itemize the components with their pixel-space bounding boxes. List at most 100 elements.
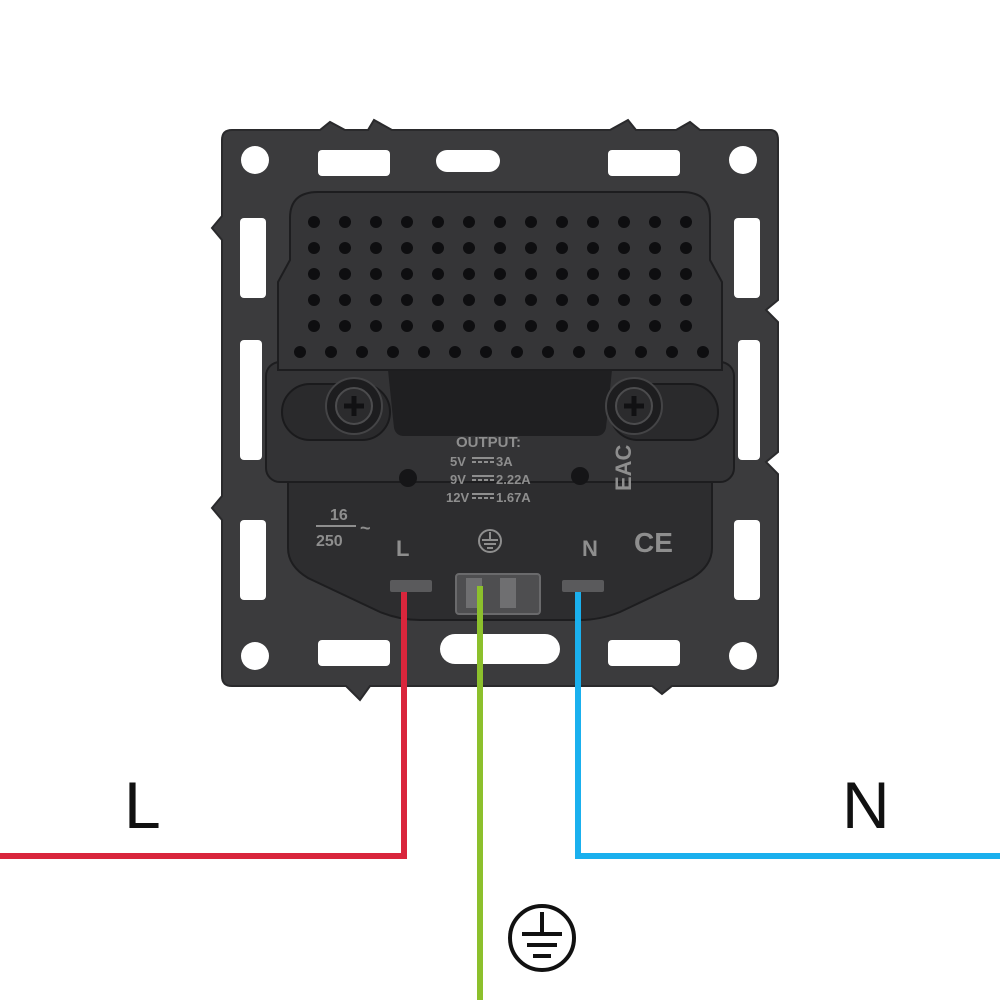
vent-hole <box>401 216 413 228</box>
terminal-n-mark: N <box>582 536 598 561</box>
vent-hole <box>680 320 692 332</box>
vent-hole <box>525 320 537 332</box>
output-amp-5: 3A <box>496 454 513 469</box>
vent-hole <box>356 346 368 358</box>
vent-housing <box>277 191 723 371</box>
vent-hole <box>511 346 523 358</box>
vent-hole <box>618 294 630 306</box>
vent-hole <box>587 294 599 306</box>
vent-hole <box>649 294 661 306</box>
vent-hole <box>463 294 475 306</box>
vent-hole <box>463 216 475 228</box>
vent-hole <box>587 242 599 254</box>
vent-hole <box>432 242 444 254</box>
eac-mark: EAC <box>611 444 636 491</box>
vent-hole <box>480 346 492 358</box>
vent-hole <box>587 320 599 332</box>
output-title: OUTPUT: <box>456 434 521 451</box>
frame-slot <box>318 640 390 666</box>
live-wire <box>0 592 407 859</box>
vent-hole <box>432 216 444 228</box>
mount-pin-hole <box>399 469 417 487</box>
vent-hole <box>494 294 506 306</box>
vent-hole <box>680 294 692 306</box>
vent-hole <box>308 242 320 254</box>
corner-hole <box>729 146 757 174</box>
vent-hole <box>370 216 382 228</box>
ce-mark: CE <box>634 527 673 558</box>
frame-slot <box>240 340 262 460</box>
vent-hole <box>649 320 661 332</box>
mount-pin-hole <box>571 467 589 485</box>
vent-hole <box>463 268 475 280</box>
vent-hole <box>525 216 537 228</box>
vent-hole <box>618 320 630 332</box>
corner-hole <box>729 642 757 670</box>
vent-hole <box>463 320 475 332</box>
neutral-label: N <box>842 768 890 842</box>
vent-hole <box>432 268 444 280</box>
corner-hole <box>241 642 269 670</box>
vent-hole <box>680 242 692 254</box>
vent-hole <box>294 346 306 358</box>
vent-hole <box>401 242 413 254</box>
vent-hole <box>618 268 630 280</box>
vent-hole <box>339 242 351 254</box>
rating-current: 16 <box>330 507 348 524</box>
vent-hole <box>618 216 630 228</box>
output-amp-9: 2.22A <box>496 472 531 487</box>
frame-slot <box>240 218 266 298</box>
vent-hole <box>370 320 382 332</box>
center-band <box>388 370 612 436</box>
screw-left <box>281 377 391 441</box>
vent-hole <box>649 268 661 280</box>
live-label: L <box>124 768 161 842</box>
vent-hole <box>308 268 320 280</box>
vent-hole <box>556 216 568 228</box>
vent-hole <box>494 216 506 228</box>
vent-hole <box>418 346 430 358</box>
output-spec: OUTPUT: 5V 3A 9V 2.22A 12V 1.67A <box>446 434 531 505</box>
vent-hole <box>697 346 709 358</box>
vent-hole <box>370 242 382 254</box>
vent-hole <box>308 320 320 332</box>
vent-hole <box>666 346 678 358</box>
vent-hole <box>432 320 444 332</box>
vent-grid <box>294 216 709 358</box>
vent-hole <box>308 294 320 306</box>
vent-hole <box>339 294 351 306</box>
rating-voltage: 250 <box>316 533 343 550</box>
output-amp-12: 1.67A <box>496 490 531 505</box>
vent-hole <box>525 294 537 306</box>
vent-hole <box>556 268 568 280</box>
vent-hole <box>339 216 351 228</box>
dc-symbol <box>472 457 494 499</box>
vent-hole <box>680 268 692 280</box>
rating-ac-symbol: ~ <box>360 518 371 538</box>
vent-hole <box>370 268 382 280</box>
vent-hole <box>494 242 506 254</box>
frame-slot <box>440 634 560 664</box>
frame-slot <box>738 340 760 460</box>
vent-hole <box>649 242 661 254</box>
vent-hole <box>556 320 568 332</box>
vent-hole <box>556 294 568 306</box>
vent-hole <box>649 216 661 228</box>
vent-hole <box>618 242 630 254</box>
vent-hole <box>587 268 599 280</box>
vent-hole <box>573 346 585 358</box>
vent-hole <box>525 268 537 280</box>
vent-hole <box>680 216 692 228</box>
vent-hole <box>556 242 568 254</box>
output-volt-12: 12V <box>446 490 469 505</box>
frame-slot <box>734 218 760 298</box>
vent-hole <box>339 268 351 280</box>
frame-slot <box>608 640 680 666</box>
vent-hole <box>370 294 382 306</box>
neutral-wire <box>575 592 1000 859</box>
earth-label-icon <box>508 904 576 972</box>
vent-hole <box>463 242 475 254</box>
vent-hole <box>525 242 537 254</box>
terminal-l-slot <box>390 580 432 592</box>
